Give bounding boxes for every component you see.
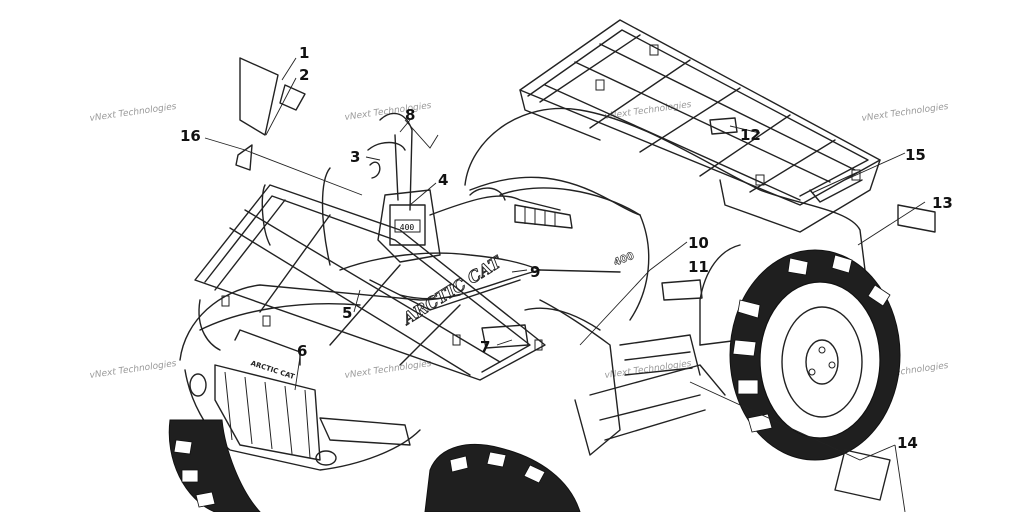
rear-right-wheel [729, 249, 901, 461]
callout-2: 2 [299, 66, 309, 84]
front-rack [194, 167, 546, 381]
callout-12: 12 [740, 126, 761, 144]
callout-11: 11 [688, 258, 709, 276]
watermark: vNext Technologies [344, 101, 432, 123]
callout-7: 7 [480, 338, 490, 356]
callout-3: 3 [350, 148, 360, 166]
decal-7 [481, 324, 529, 349]
callout-6: 6 [297, 342, 307, 360]
callout-15: 15 [905, 146, 926, 164]
display-number: 400 [400, 223, 415, 232]
callout-9: 9 [530, 263, 540, 281]
callout-10: 10 [688, 234, 709, 252]
callout-13: 13 [932, 194, 953, 212]
watermark: vNext Technologies [89, 102, 177, 124]
decal-1 [239, 57, 279, 136]
model-badge-decal: 400 [612, 251, 636, 269]
decal-shapes [235, 57, 936, 501]
callout-5: 5 [342, 304, 352, 322]
decal-12 [709, 117, 738, 135]
decal-16 [235, 144, 253, 171]
rear-rack [519, 19, 881, 233]
grille-brand-decal: ARCTIC CAT [250, 359, 296, 381]
decal-11 [661, 279, 703, 301]
decal-2 [279, 84, 306, 111]
callout-8: 8 [405, 106, 415, 124]
decal-14 [834, 449, 891, 501]
watermark: vNext Technologies [89, 359, 177, 381]
callout-16: 16 [180, 127, 201, 145]
leader-lines [204, 57, 926, 512]
callout-14: 14 [897, 434, 918, 452]
callout-1: 1 [299, 44, 309, 62]
watermark: vNext Technologies [344, 359, 432, 381]
watermark: vNext Technologies [861, 102, 949, 124]
front-right-wheel [424, 443, 581, 512]
callout-numbers: 1 2 3 4 5 6 7 8 9 10 11 12 13 14 15 16 [180, 44, 953, 452]
front-left-wheel [168, 419, 261, 512]
callout-4: 4 [438, 171, 448, 189]
decal-13 [897, 204, 936, 233]
